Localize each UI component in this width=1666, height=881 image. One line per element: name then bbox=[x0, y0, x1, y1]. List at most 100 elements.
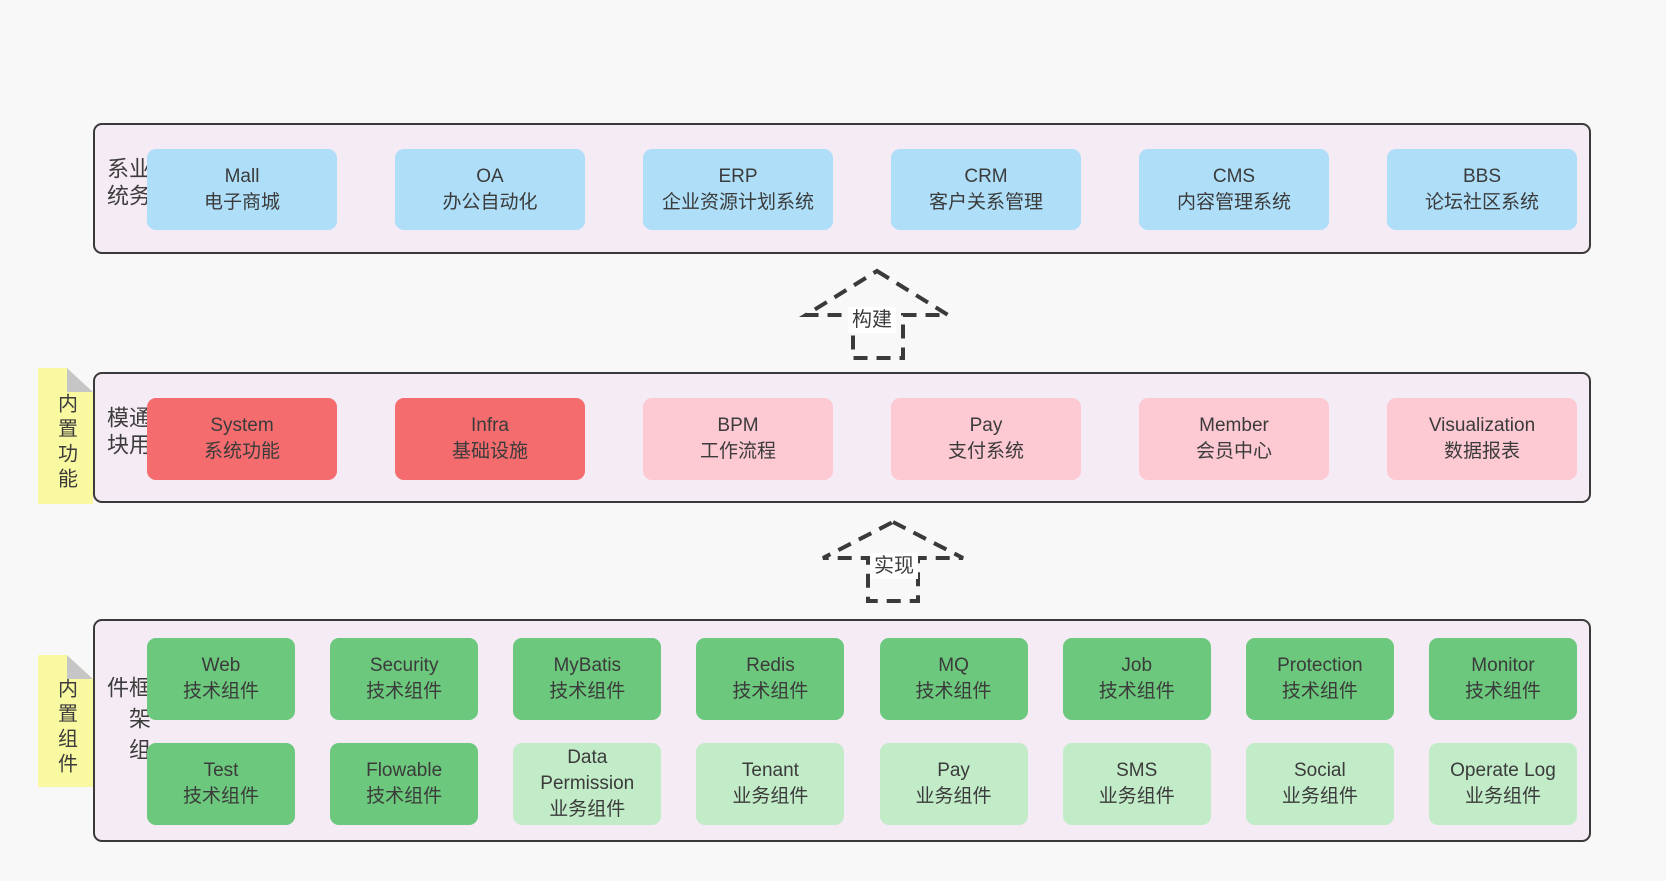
arrow-build: 构建 bbox=[798, 263, 956, 363]
sticky-note-builtin-components: 内置组件 bbox=[38, 655, 93, 787]
module-box-pay: Pay 支付系统 bbox=[891, 398, 1081, 480]
module-box-mybatis: MyBatis 技术组件 bbox=[513, 638, 662, 720]
module-box-sms: SMS 业务组件 bbox=[1062, 743, 1211, 825]
sticky-note-label: 内置组件 bbox=[54, 678, 77, 778]
module-name: BPM bbox=[717, 415, 759, 436]
module-subtitle: 工作流程 bbox=[699, 441, 776, 462]
module-name: CRM bbox=[964, 165, 1008, 187]
module-box-bbs: BBS 论坛社区系统 bbox=[1387, 149, 1577, 230]
arrow-implement-label: 实现 bbox=[870, 553, 918, 579]
module-box-oa: OA 办公自动化 bbox=[395, 149, 585, 230]
module-name: MyBatis bbox=[553, 655, 622, 676]
module-subtitle: 技术组件 bbox=[732, 681, 809, 702]
module-subtitle: 办公自动化 bbox=[442, 191, 538, 213]
module-name: Operate Log bbox=[1450, 760, 1556, 781]
module-name: CMS bbox=[1212, 165, 1256, 187]
module-box-mq: MQ 技术组件 bbox=[879, 638, 1028, 720]
module-name: Pay bbox=[937, 760, 970, 781]
module-subtitle: 技术组件 bbox=[549, 681, 626, 702]
module-name: Web bbox=[201, 655, 241, 676]
arrow-up-dashed-icon bbox=[798, 268, 956, 360]
module-subtitle: 论坛社区系统 bbox=[1424, 191, 1539, 213]
module-box-bpm: BPM 工作流程 bbox=[643, 398, 833, 480]
module-box-cms: CMS 内容管理系统 bbox=[1139, 149, 1329, 230]
sticky-note-label: 内置功能 bbox=[54, 393, 77, 493]
module-box-tenant: Tenant 业务组件 bbox=[696, 743, 845, 825]
module-name: SMS bbox=[1116, 760, 1158, 781]
section-label-common-modules: 通用模块 bbox=[104, 405, 151, 460]
module-subtitle: 技术组件 bbox=[366, 681, 443, 702]
module-name: ERP bbox=[718, 165, 758, 187]
module-name: Security bbox=[369, 655, 439, 676]
section-label-framework-components: 框架组件 bbox=[104, 675, 151, 769]
module-box-data-permission: Data Permission 业务组件 bbox=[513, 743, 662, 825]
module-subtitle: 技术组件 bbox=[1098, 681, 1175, 702]
module-subtitle: 技术组件 bbox=[182, 681, 259, 702]
module-box-security: Security 技术组件 bbox=[330, 638, 479, 720]
module-name: Flowable bbox=[366, 760, 443, 781]
module-subtitle: 技术组件 bbox=[366, 786, 443, 807]
module-subtitle: 技术组件 bbox=[1464, 681, 1541, 702]
sticky-note-builtin-features: 内置功能 bbox=[38, 368, 93, 504]
module-name: Pay bbox=[969, 415, 1003, 436]
module-box-visualization: Visualization 数据报表 bbox=[1387, 398, 1577, 480]
module-box-web: Web 技术组件 bbox=[147, 638, 295, 720]
module-box-test: Test 技术组件 bbox=[147, 743, 295, 825]
note-fold-corner bbox=[67, 655, 93, 679]
module-subtitle: 业务组件 bbox=[732, 786, 809, 807]
module-subtitle: 技术组件 bbox=[915, 681, 992, 702]
module-subtitle: 业务组件 bbox=[549, 799, 626, 820]
module-name: Job bbox=[1121, 655, 1153, 676]
module-subtitle: 支付系统 bbox=[947, 441, 1024, 462]
module-name: Monitor bbox=[1471, 655, 1535, 676]
module-name: System bbox=[210, 415, 274, 436]
module-subtitle: 系统功能 bbox=[203, 441, 280, 462]
note-fold-corner bbox=[67, 368, 93, 392]
module-box-redis: Redis 技术组件 bbox=[696, 638, 845, 720]
module-subtitle: 业务组件 bbox=[1098, 786, 1175, 807]
module-name: MQ bbox=[938, 655, 969, 676]
module-name: Data Permission bbox=[540, 747, 635, 794]
module-box-monitor: Monitor 技术组件 bbox=[1428, 638, 1577, 720]
module-name: Infra bbox=[470, 415, 510, 436]
module-box-protection: Protection 技术组件 bbox=[1245, 638, 1394, 720]
module-name: BBS bbox=[1462, 165, 1502, 187]
module-subtitle: 数据报表 bbox=[1443, 441, 1520, 462]
arrow-implement: 实现 bbox=[815, 513, 973, 605]
module-subtitle: 业务组件 bbox=[1464, 786, 1541, 807]
module-subtitle: 技术组件 bbox=[1281, 681, 1358, 702]
module-subtitle: 内容管理系统 bbox=[1176, 191, 1291, 213]
module-box-system: System 系统功能 bbox=[147, 398, 337, 480]
section-label-business-systems: 业务系统 bbox=[104, 156, 151, 211]
module-subtitle: 客户关系管理 bbox=[928, 191, 1043, 213]
module-box-crm: CRM 客户关系管理 bbox=[891, 149, 1081, 230]
module-name: Social bbox=[1293, 760, 1346, 781]
module-subtitle: 会员中心 bbox=[1195, 441, 1272, 462]
module-name: Test bbox=[203, 760, 239, 781]
module-box-job: Job 技术组件 bbox=[1062, 638, 1211, 720]
module-name: Protection bbox=[1277, 655, 1363, 676]
arrow-up-dashed-icon bbox=[822, 519, 964, 603]
module-subtitle: 技术组件 bbox=[182, 786, 259, 807]
arrow-build-label: 构建 bbox=[848, 307, 896, 333]
module-subtitle: 基础设施 bbox=[451, 441, 528, 462]
module-name: Visualization bbox=[1428, 415, 1536, 436]
module-name: OA bbox=[476, 165, 504, 187]
module-name: Mall bbox=[224, 165, 260, 187]
module-box-operate-log: Operate Log 业务组件 bbox=[1428, 743, 1577, 825]
module-box-infra: Infra 基础设施 bbox=[395, 398, 585, 480]
module-name: Redis bbox=[746, 655, 795, 676]
module-box-flowable: Flowable 技术组件 bbox=[330, 743, 479, 825]
module-name: Tenant bbox=[741, 760, 799, 781]
